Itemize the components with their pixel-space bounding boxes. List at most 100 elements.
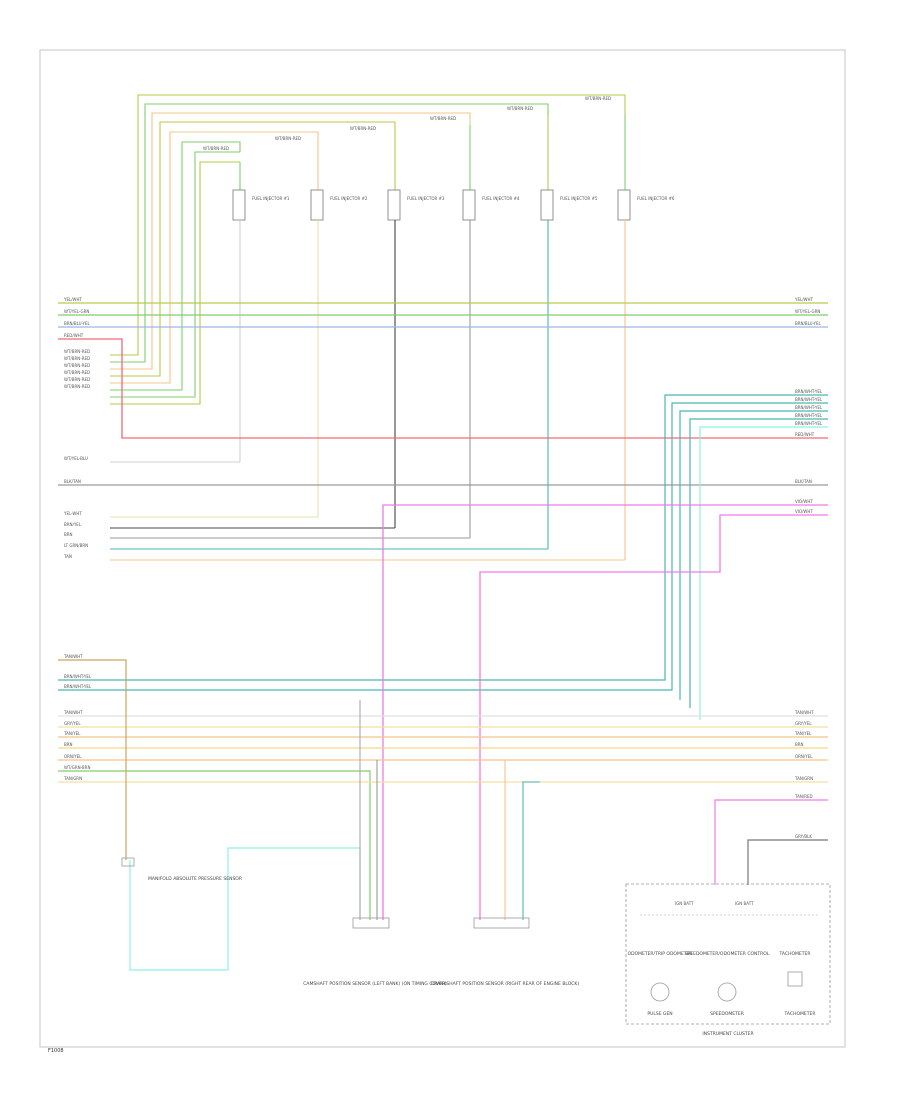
left-label-inj-2: WT/BRN-RED	[64, 356, 90, 361]
map-sensor-wiring	[58, 659, 361, 971]
right-label-cluster-2: GRY/BLK	[795, 834, 812, 839]
injector-2-label: FUEL INJECTOR #2	[330, 196, 368, 201]
cluster-speedometer-control: SPEEDOMETER/ODOMETER CONTROL	[685, 951, 770, 957]
right-label-bot-5: ORN/YEL	[795, 754, 813, 759]
left-label-low-4: LT GRN/BRN	[64, 543, 88, 548]
gauge-speedometer-icon	[717, 982, 737, 1002]
left-label-bot-3: BRN/WHT-YEL	[64, 684, 92, 689]
footer-code: F1008	[48, 1048, 64, 1054]
crank-sensor-label: CRANKSHAFT POSITION SENSOR (RIGHT REAR O…	[431, 981, 580, 987]
left-label-low-2: BRN/YEL	[64, 522, 82, 527]
teal-bundle	[58, 394, 828, 720]
right-label-mid-6: RED/WHT	[795, 432, 815, 437]
right-label-bot-3: TAN/YEL	[794, 731, 812, 736]
sensor-connectors	[121, 857, 530, 929]
left-label-top-4: RED/WHT	[64, 333, 84, 338]
right-label-top-2: WT/YEL-GRN	[795, 309, 820, 314]
cluster-ign-2: IGN BATT	[735, 901, 754, 906]
injector-4-label: FUEL INJECTOR #4	[482, 196, 520, 201]
right-label-pink-1: VIO/WHT	[795, 499, 813, 504]
right-label-bot-1: TAN/WHT	[794, 710, 814, 715]
left-label-bot-9: WT/GRN-BRN	[64, 765, 90, 770]
injector-5: FUEL INJECTOR #5	[540, 189, 598, 221]
injector-outputs	[110, 220, 626, 561]
left-label-top-2: WT/YEL-GRN	[64, 309, 89, 314]
gauge-tachometer-icon	[787, 971, 803, 987]
sensor-verticals	[359, 700, 540, 920]
right-label-bot-6: TAN/GRN	[794, 776, 813, 781]
feed-label-2: WT/BRN-RED	[275, 136, 301, 141]
left-label-mid-1: WT/YEL-BLU	[64, 456, 88, 461]
right-label-mid-2: BRN/WHT-YEL	[795, 397, 823, 402]
injector-feed-bundle	[110, 94, 626, 405]
injector-1: FUEL INJECTOR #1	[232, 189, 290, 221]
left-label-bot-5: GRY/YEL	[64, 721, 81, 726]
injector-1-label: FUEL INJECTOR #1	[252, 196, 290, 201]
left-label-bot-6: TAN/YEL	[63, 731, 81, 736]
injector-6: FUEL INJECTOR #6	[617, 189, 675, 221]
cam-connector	[352, 917, 390, 929]
instrument-cluster: IGN BATT IGN BATT ODOMETER/TRIP ODOMETER…	[625, 883, 831, 1037]
feed-label-1: WT/BRN-RED	[203, 146, 229, 151]
cluster-ign-1: IGN BATT	[675, 901, 694, 906]
left-label-mid-2: BLK/TAN	[64, 479, 81, 484]
bottom-horizontal-group	[58, 715, 828, 920]
right-label-mid-4: BRN/WHT-YEL	[795, 413, 823, 418]
left-label-low-1: YEL-WHT	[63, 511, 82, 516]
left-label-top-3: BRN/BLU-YEL	[64, 321, 91, 326]
map-sensor-label: MANIFOLD ABSOLUTE PRESSURE SENSOR	[148, 876, 242, 882]
right-label-pink-2: VIO/WHT	[795, 509, 813, 514]
cluster-title: INSTRUMENT CLUSTER	[702, 1031, 753, 1037]
left-label-bot-1: TAN/WHT	[63, 654, 83, 659]
left-label-bot-8: ORN/YEL	[64, 754, 82, 759]
injector-2: FUEL INJECTOR #2	[310, 189, 368, 221]
map-connector	[121, 857, 135, 867]
left-label-low-3: BRN	[64, 532, 73, 537]
injector-3-label: FUEL INJECTOR #3	[407, 196, 445, 201]
left-label-bot-7: BRN	[64, 742, 73, 747]
cam-sensor-label: CAMSHAFT POSITION SENSOR (LEFT BANK) (ON…	[303, 981, 447, 987]
cluster-bottom-2: SPEEDOMETER	[710, 1011, 744, 1017]
right-label-mid-5: BRN/WHT-YEL	[795, 421, 823, 426]
pink-wires	[382, 504, 828, 920]
left-label-bot-10: TAN/GRN	[63, 776, 82, 781]
feed-label-5: WT/BRN-RED	[507, 106, 533, 111]
left-label-inj-3: WT/BRN-RED	[64, 363, 90, 368]
right-label-bot-4: BRN	[795, 742, 804, 747]
cluster-odometer: ODOMETER/TRIP ODOMETER	[628, 951, 693, 957]
fuel-injectors: FUEL INJECTOR #1 FUEL INJECTOR #2 FUEL I…	[232, 189, 675, 221]
cluster-bottom-3: TACHOMETER	[784, 1011, 816, 1017]
right-labels: YEL/WHT WT/YEL-GRN BRN/BLU-YEL BRN/WHT-Y…	[794, 297, 823, 839]
injector-drops	[239, 115, 626, 190]
injector-6-label: FUEL INJECTOR #6	[637, 196, 675, 201]
right-label-blk: BLK/TAN	[795, 479, 812, 484]
top-horizontal-group	[58, 302, 828, 439]
feed-label-6: WT/BRN-RED	[585, 96, 611, 101]
left-label-low-5: TAN	[63, 554, 72, 559]
gauge-odometer-icon	[650, 982, 670, 1002]
diagram-border	[39, 49, 846, 1048]
left-label-inj-4: WT/BRN-RED	[64, 370, 90, 375]
left-label-top-1: YEL/WHT	[63, 297, 83, 302]
cluster-bottom-1: PULSE GEN	[647, 1011, 672, 1017]
cluster-wiring	[714, 799, 828, 885]
crank-connector	[473, 917, 530, 929]
right-label-top-1: YEL/WHT	[794, 297, 814, 302]
left-label-bot-2: BRN/WHT-YEL	[64, 674, 92, 679]
right-label-bot-2: GRY/YEL	[795, 721, 812, 726]
feed-label-4: WT/BRN-RED	[430, 116, 456, 121]
right-label-top-3: BRN/BLU-YEL	[795, 321, 822, 326]
left-labels: YEL/WHT WT/YEL-GRN BRN/BLU-YEL RED/WHT W…	[63, 297, 92, 781]
left-label-inj-1: WT/BRN-RED	[64, 349, 90, 354]
feed-label-3: WT/BRN-RED	[350, 126, 376, 131]
injector-feed-labels: WT/BRN-RED WT/BRN-RED WT/BRN-RED WT/BRN-…	[203, 96, 611, 151]
left-label-bot-4: TAN/WHT	[63, 710, 83, 715]
injector-4: FUEL INJECTOR #4	[462, 189, 520, 221]
left-label-inj-5: WT/BRN-RED	[64, 377, 90, 382]
right-label-mid-1: BRN/WHT-YEL	[795, 389, 823, 394]
right-label-cluster-1: TAN/RED	[794, 794, 813, 799]
injector-3: FUEL INJECTOR #3	[387, 189, 445, 221]
cluster-tachometer: TACHOMETER	[779, 951, 811, 957]
injector-5-label: FUEL INJECTOR #5	[560, 196, 598, 201]
